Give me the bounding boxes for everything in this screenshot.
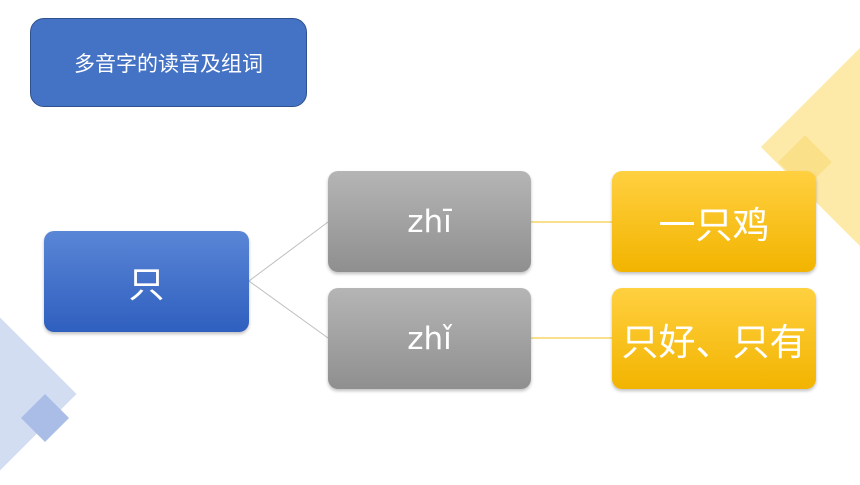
- root-character-node: 只: [44, 231, 249, 332]
- pinyin-node-2: zhǐ: [328, 288, 531, 389]
- diagram-title: 多音字的读音及组词: [30, 18, 307, 107]
- word-node-1: 一只鸡: [612, 171, 816, 272]
- connector-root-to-reading-2: [248, 280, 329, 339]
- pinyin-node-1: zhī: [328, 171, 531, 272]
- connector-root-to-reading-1: [248, 221, 329, 282]
- word-node-2: 只好、只有: [612, 288, 816, 389]
